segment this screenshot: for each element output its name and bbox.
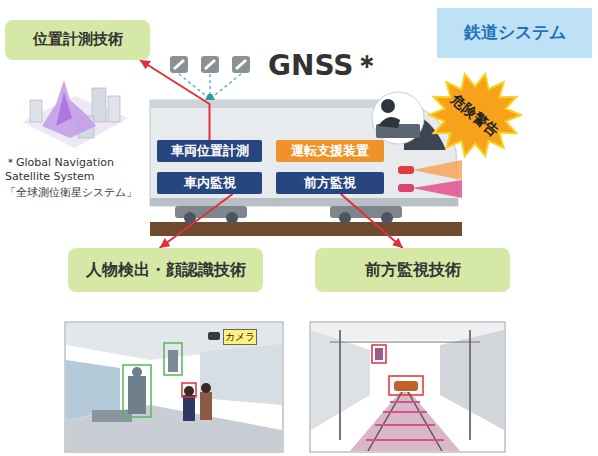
headlight [398, 184, 414, 192]
system-box: 鉄道システム [437, 8, 592, 58]
arrow-connector [341, 194, 403, 248]
driver-body [378, 117, 400, 128]
device-box: 運転支援装置 [276, 140, 384, 162]
warning-burst: 危険警告 [428, 72, 522, 158]
tech-box: 人物検出・顔認識技術 [68, 248, 263, 292]
face-box [182, 383, 196, 397]
tie [383, 411, 427, 413]
function-box: 車両位置計測 [157, 140, 262, 162]
satellite-mark [236, 60, 246, 69]
tie [366, 439, 444, 441]
camera-icon [208, 332, 220, 340]
signal-line [210, 74, 241, 99]
person-head [201, 383, 211, 393]
scene-frame [310, 322, 505, 452]
building [440, 330, 504, 430]
arrow-connector [140, 60, 210, 140]
driver-head [381, 99, 395, 113]
position-map [22, 80, 128, 148]
satellite-mark [205, 60, 215, 69]
node-text: 前方監視技術 [365, 261, 461, 279]
wheel [339, 212, 351, 224]
person [200, 392, 212, 420]
person-head [132, 367, 142, 377]
node-text: カメラ [225, 331, 255, 343]
arrow-connector [160, 194, 233, 248]
driver-vignette [372, 92, 424, 144]
person-head [184, 386, 194, 396]
pole [469, 330, 471, 440]
track-bed [350, 392, 460, 451]
node-text: 車両位置計測 [171, 144, 249, 159]
detection-box [372, 345, 386, 363]
tech-box: 前方監視技術 [315, 248, 510, 292]
rail [408, 392, 442, 451]
node-text: 運転支援装置 [291, 144, 369, 159]
node-text: 人物検出・顔認識技術 [86, 261, 246, 279]
wheel [381, 212, 393, 224]
satellites [170, 56, 250, 99]
detection-box [123, 365, 151, 417]
function-box: 前方監視 [276, 172, 384, 194]
car [394, 381, 418, 391]
node-text: 鉄道システム [464, 23, 566, 43]
footnote: 「全球測位衛星システム」 [5, 186, 137, 200]
satellite-icon [232, 56, 250, 73]
gnss-label: GNSS＊ [268, 48, 382, 83]
node-text: 車内監視 [184, 176, 236, 191]
footnote: ＊Global Navigation Satellite System [5, 156, 127, 184]
interior-scene [65, 322, 283, 452]
building [108, 96, 120, 122]
forward-scene [310, 322, 505, 452]
tie [390, 401, 420, 403]
ground [150, 222, 462, 236]
floor [66, 405, 282, 451]
node-text: 位置計測技術 [33, 31, 123, 48]
antenna [205, 94, 215, 100]
detection-box [164, 343, 182, 375]
signal [375, 348, 383, 360]
rail [368, 392, 402, 451]
pole [339, 330, 341, 440]
train [150, 92, 462, 236]
catenary [330, 342, 480, 343]
satellite-icon [201, 56, 219, 73]
tech-box: 位置計測技術 [5, 20, 150, 60]
wall [200, 344, 282, 405]
satellite-icon [170, 56, 188, 73]
person [168, 350, 178, 372]
camera-tag: カメラ [223, 329, 257, 345]
position-plot [56, 92, 72, 126]
position-plot [42, 80, 96, 138]
seat [92, 410, 132, 422]
node-text: 前方監視 [304, 176, 356, 191]
headlight [398, 166, 414, 174]
train-skirt [150, 198, 458, 206]
train-roof [150, 100, 392, 108]
light-beam [412, 160, 462, 180]
detection-box [389, 376, 423, 395]
light-beam [412, 180, 462, 198]
person [183, 395, 195, 421]
function-box: 車内監視 [157, 172, 262, 194]
building [30, 100, 42, 122]
satellite-mark [174, 60, 184, 69]
tie [375, 424, 435, 426]
wheel [226, 212, 238, 224]
burst-shape [429, 74, 521, 156]
scene-frame [65, 322, 283, 452]
person [128, 376, 146, 414]
